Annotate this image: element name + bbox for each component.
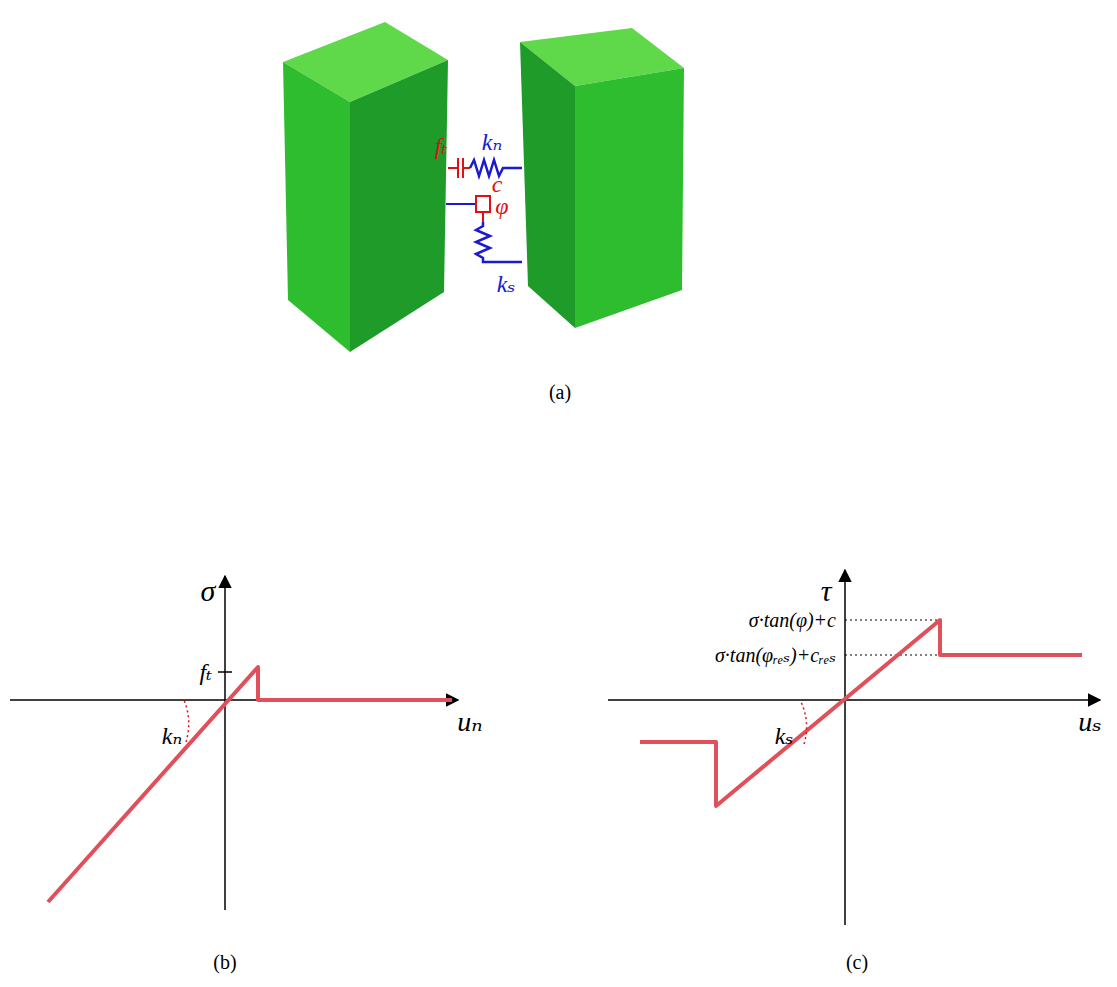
tension-element [448,158,470,178]
axis-label: uₛ [1078,707,1101,738]
shear-element [446,196,522,262]
tick-label: fₜ [199,659,212,685]
strength-label: σ·tan(φ)+c [749,609,836,631]
panel-caption: (a) [549,381,571,403]
symbol-label: fₜ [435,133,448,159]
normal-law-graph [10,576,458,910]
axis-label: σ [201,574,216,607]
symbol-label: kₛ [497,271,516,297]
panel-caption: (b) [213,951,236,973]
panel-caption: (c) [846,951,868,973]
shear-law-graph [608,570,1100,925]
axis-label: τ [821,574,832,607]
axis-label: uₙ [457,707,482,738]
symbol-label: φ [495,193,508,219]
block-right [520,28,684,328]
slope-label: kₛ [775,723,794,749]
symbol-label: kₙ [482,129,502,155]
slope-label: kₙ [162,723,182,749]
strength-label: σ·tan(φᵣₑₛ)+cᵣₑₛ [715,644,836,666]
block-left [283,22,448,352]
